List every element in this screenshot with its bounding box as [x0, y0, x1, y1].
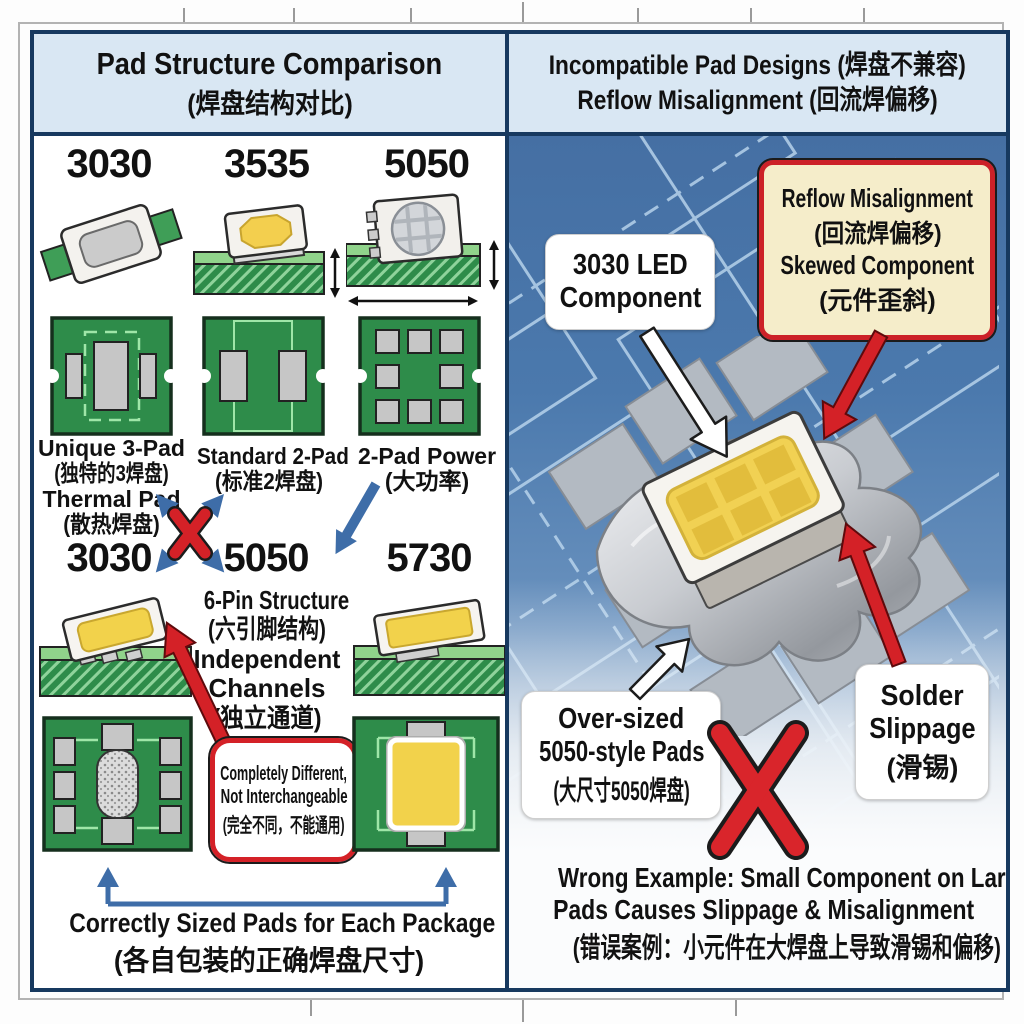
crop-tick	[310, 1000, 312, 1016]
left-panel-header: Pad Structure Comparison (焊盘结构对比)	[34, 34, 506, 136]
pkg-label-3030: 3030	[66, 142, 153, 186]
solder-pointer-arrow	[838, 521, 908, 668]
led-3030-package-illustration	[39, 204, 183, 284]
left-bottom-caption: Correctly Sized Pads for Each Package (各…	[69, 908, 496, 976]
crop-tick	[750, 8, 752, 22]
power-to-5050-arrow	[335, 481, 381, 555]
right-title-line1: Incompatible Pad Designs (焊盘不兼容)	[549, 49, 967, 80]
bracket-arrows	[97, 867, 457, 907]
right-title-line2: Reflow Misalignment (回流焊偏移)	[577, 85, 938, 115]
led-3535-package-illustration	[193, 204, 340, 298]
caption-3pad: Unique 3-Pad (独特的3焊盘) Thermal Pad (散热焊盘)	[38, 435, 185, 537]
footprint-3030-3pad	[48, 316, 175, 436]
not-interchangeable-cross-icon	[155, 494, 225, 573]
left-title-en: Pad Structure Comparison	[96, 45, 443, 81]
right-panel-header: Incompatible Pad Designs (焊盘不兼容) Reflow …	[509, 34, 1006, 136]
skewed-led-on-pads-illustration	[547, 336, 971, 736]
crop-tick	[637, 8, 639, 22]
left-title-zh: (焊盘结构对比)	[186, 88, 353, 119]
footprint-5050-8pad	[356, 316, 483, 436]
led-3030-on-pcb	[39, 597, 192, 697]
pkg-label-5050: 5050	[384, 142, 470, 186]
diagram: Pad Structure Comparison (焊盘结构对比) 3030 3…	[30, 30, 1010, 992]
right-panel: Incompatible Pad Designs (焊盘不兼容) Reflow …	[509, 34, 1006, 988]
right-bottom-caption: Wrong Example: Small Component on Large …	[553, 862, 1006, 963]
structure-note: 6-Pin Structure (六引脚结构) Independent Chan…	[193, 585, 350, 733]
crop-tick	[735, 1000, 737, 1016]
left-panel: Pad Structure Comparison (焊盘结构对比) 3030 3…	[34, 34, 506, 988]
reflow-pointer-arrow	[822, 329, 889, 441]
crop-tick	[183, 8, 185, 22]
pkg-label-mid-5730: 5730	[386, 536, 473, 580]
caption-power: 2-Pad Power (大功率)	[357, 443, 497, 495]
oversized-pads-label-box: Over-sized 5050-style Pads (大尺寸5050焊盘)	[521, 691, 722, 819]
not-interchangeable-warning-box: Completely Different, Not Interchangeabl…	[208, 736, 360, 864]
solder-slippage-label-box: Solder Slippage (滑锡)	[855, 664, 990, 800]
crop-tick	[522, 1000, 524, 1022]
crop-tick	[410, 8, 412, 22]
component-label-box: 3030 LED Component	[545, 234, 716, 330]
crop-tick	[522, 2, 524, 22]
footprint-3535-2pad	[200, 316, 327, 436]
led-5050-package-illustration	[346, 193, 499, 306]
warning-arrow	[163, 621, 236, 756]
caption-2pad: Standard 2-Pad (标准2焊盘)	[197, 443, 349, 495]
led-5730-on-pcb	[353, 598, 506, 696]
footprint-5050-large	[42, 716, 193, 852]
footprint-5730-with-led	[352, 716, 500, 852]
component-pointer-arrow	[639, 326, 729, 458]
pkg-label-3535: 3535	[224, 142, 310, 186]
left-panel-body: 3030 3535 5050	[34, 136, 506, 988]
oversized-pointer-arrow	[629, 637, 691, 701]
crop-tick	[863, 8, 865, 22]
wrong-x-icon	[707, 720, 810, 860]
right-panel-body: 3030 LED Component Reflow Misalignment (…	[509, 136, 1006, 988]
pkg-label-mid-3030: 3030	[66, 536, 153, 580]
panel-divider	[505, 34, 510, 988]
crop-tick	[293, 8, 295, 22]
reflow-misalignment-box: Reflow Misalignment (回流焊偏移) Skewed Compo…	[757, 158, 998, 342]
pkg-label-mid-5050: 5050	[223, 536, 310, 580]
